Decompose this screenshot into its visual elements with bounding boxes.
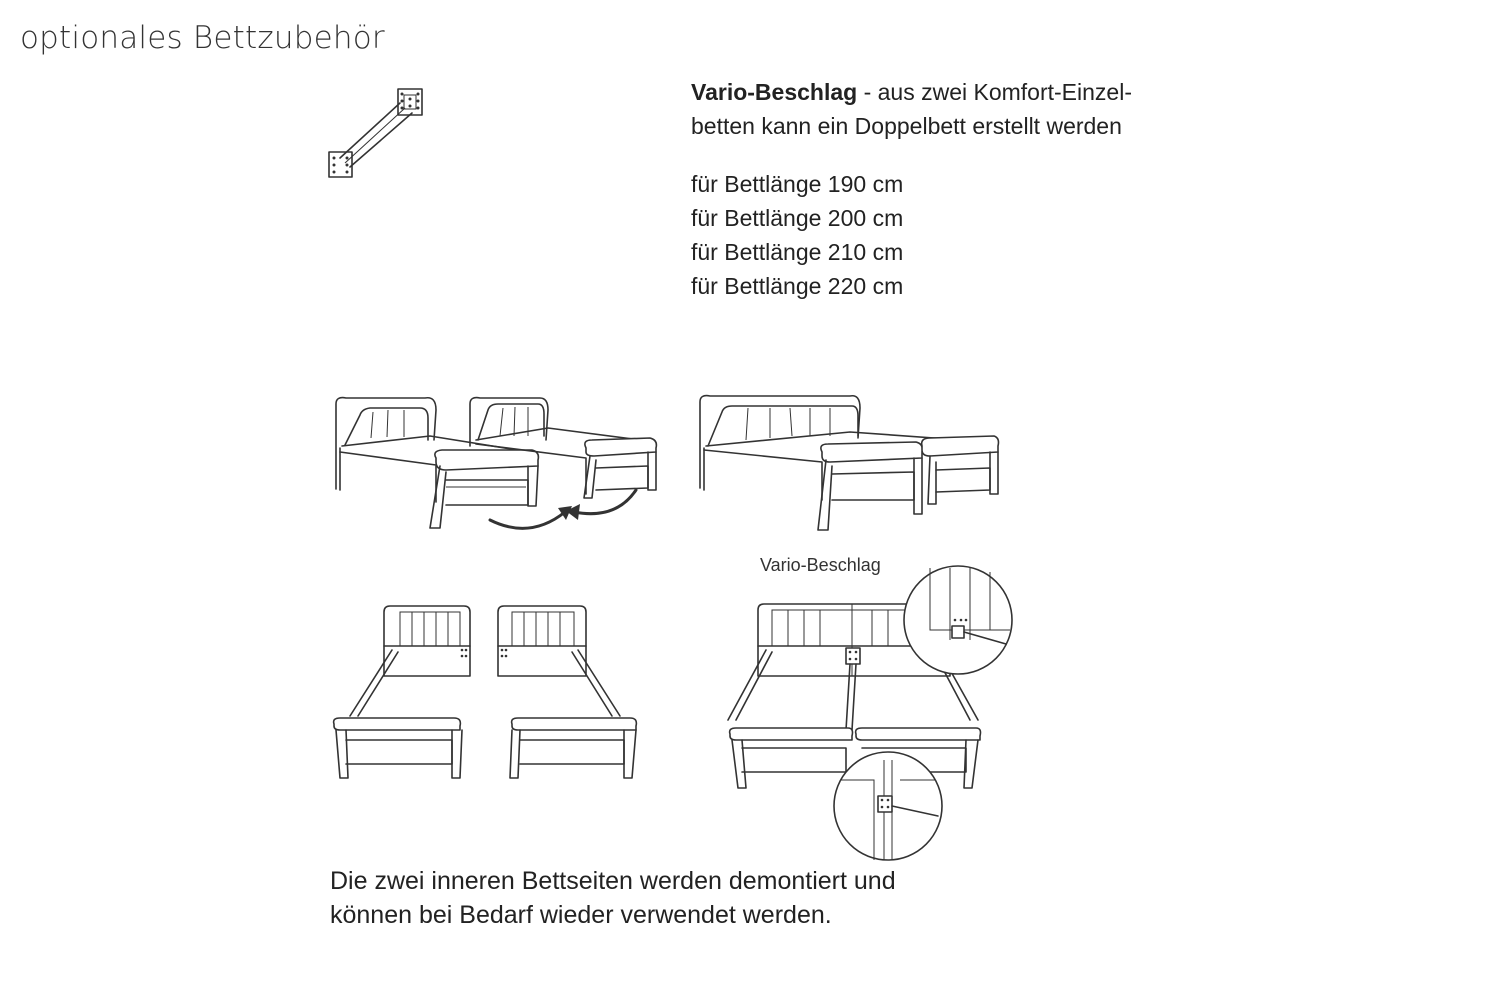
length-list: für Bettlänge 190 cm für Bettlänge 200 c… bbox=[691, 167, 903, 303]
double-bed-frame-assembled bbox=[727, 603, 982, 789]
single-bed-left bbox=[335, 396, 540, 529]
bracket-icon bbox=[328, 88, 423, 178]
product-name: Vario-Beschlag bbox=[691, 79, 858, 105]
description-line-2: betten kann ein Doppelbett erstellt werd… bbox=[691, 113, 1122, 139]
magnifier-detail bbox=[833, 751, 943, 861]
footer-note: Die zwei inneren Bettseiten werden demon… bbox=[330, 864, 1050, 932]
magnifier-detail bbox=[903, 565, 1013, 675]
double-bed-joined bbox=[699, 394, 1000, 531]
length-item: für Bettlänge 220 cm bbox=[691, 273, 904, 299]
single-bed-frame-right bbox=[497, 605, 638, 779]
length-item: für Bettlänge 190 cm bbox=[691, 171, 904, 197]
product-description: Vario-Beschlag - aus zwei Komfort-Einzel… bbox=[691, 75, 1211, 143]
length-item: für Bettlänge 210 cm bbox=[691, 239, 904, 265]
description-line-1: - aus zwei Komfort-Einzel- bbox=[857, 79, 1132, 105]
single-bed-frame-left bbox=[332, 605, 471, 779]
length-item: für Bettlänge 200 cm bbox=[691, 205, 904, 231]
vario-beschlag-label: Vario-Beschlag bbox=[760, 555, 881, 575]
page-heading: optionales Bettzubehör bbox=[20, 20, 385, 56]
single-bed-right bbox=[469, 396, 658, 499]
footer-line-2: können bei Bedarf wieder verwendet werde… bbox=[330, 901, 832, 929]
footer-line-1: Die zwei inneren Bettseiten werden demon… bbox=[330, 867, 896, 895]
arrow-icon bbox=[488, 488, 638, 530]
